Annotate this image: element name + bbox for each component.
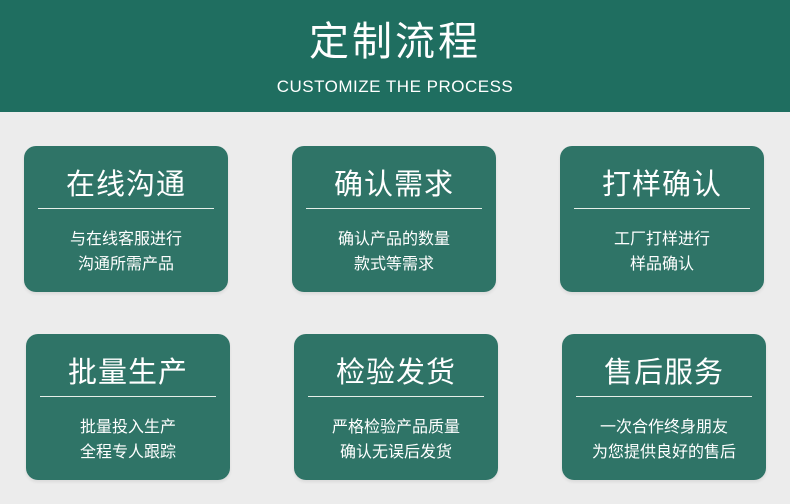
step-description: 批量投入生产 全程专人跟踪: [26, 414, 230, 464]
step-card-confirm-requirements: 确认需求 确认产品的数量 款式等需求: [292, 146, 496, 292]
divider: [38, 208, 214, 209]
step-description-line: 确认产品的数量: [337, 229, 450, 248]
step-title: 售后服务: [603, 355, 724, 389]
step-title: 确认需求: [333, 167, 454, 201]
step-description-line: 与在线客服进行: [69, 229, 182, 248]
step-description: 严格检验产品质量 确认无误后发货: [294, 414, 498, 464]
divider: [576, 396, 752, 397]
divider: [40, 396, 216, 397]
step-card-after-sales: 售后服务 一次合作终身朋友 为您提供良好的售后: [562, 334, 766, 480]
page-subtitle: CUSTOMIZE THE PROCESS: [276, 77, 514, 96]
step-description-line: 样品确认: [629, 254, 694, 273]
step-title: 打样确认: [601, 167, 722, 201]
step-description-line: 全程专人跟踪: [79, 442, 176, 461]
step-description-line: 为您提供良好的售后: [591, 442, 736, 461]
divider: [306, 208, 482, 209]
step-description-line: 确认无误后发货: [339, 442, 452, 461]
step-description-line: 沟通所需产品: [77, 254, 174, 273]
step-card-online-communication: 在线沟通 与在线客服进行 沟通所需产品: [24, 146, 228, 292]
step-description-line: 批量投入生产: [79, 417, 176, 436]
step-title: 在线沟通: [65, 167, 186, 201]
step-card-sample-confirmation: 打样确认 工厂打样进行 样品确认: [560, 146, 764, 292]
divider: [574, 208, 750, 209]
step-description-line: 一次合作终身朋友: [599, 417, 728, 436]
header-banner: 定制流程 CUSTOMIZE THE PROCESS: [0, 0, 790, 112]
step-description-line: 严格检验产品质量: [331, 417, 460, 436]
step-title: 批量生产: [67, 355, 188, 389]
divider: [308, 396, 484, 397]
step-description: 确认产品的数量 款式等需求: [292, 226, 496, 276]
page-title: 定制流程: [309, 19, 481, 65]
step-description: 工厂打样进行 样品确认: [560, 226, 764, 276]
step-description: 一次合作终身朋友 为您提供良好的售后: [562, 414, 766, 464]
step-card-mass-production: 批量生产 批量投入生产 全程专人跟踪: [26, 334, 230, 480]
step-title: 检验发货: [335, 355, 456, 389]
step-description-line: 款式等需求: [353, 254, 434, 273]
step-description: 与在线客服进行 沟通所需产品: [24, 226, 228, 276]
step-description-line: 工厂打样进行: [613, 229, 710, 248]
step-card-inspection-shipping: 检验发货 严格检验产品质量 确认无误后发货: [294, 334, 498, 480]
